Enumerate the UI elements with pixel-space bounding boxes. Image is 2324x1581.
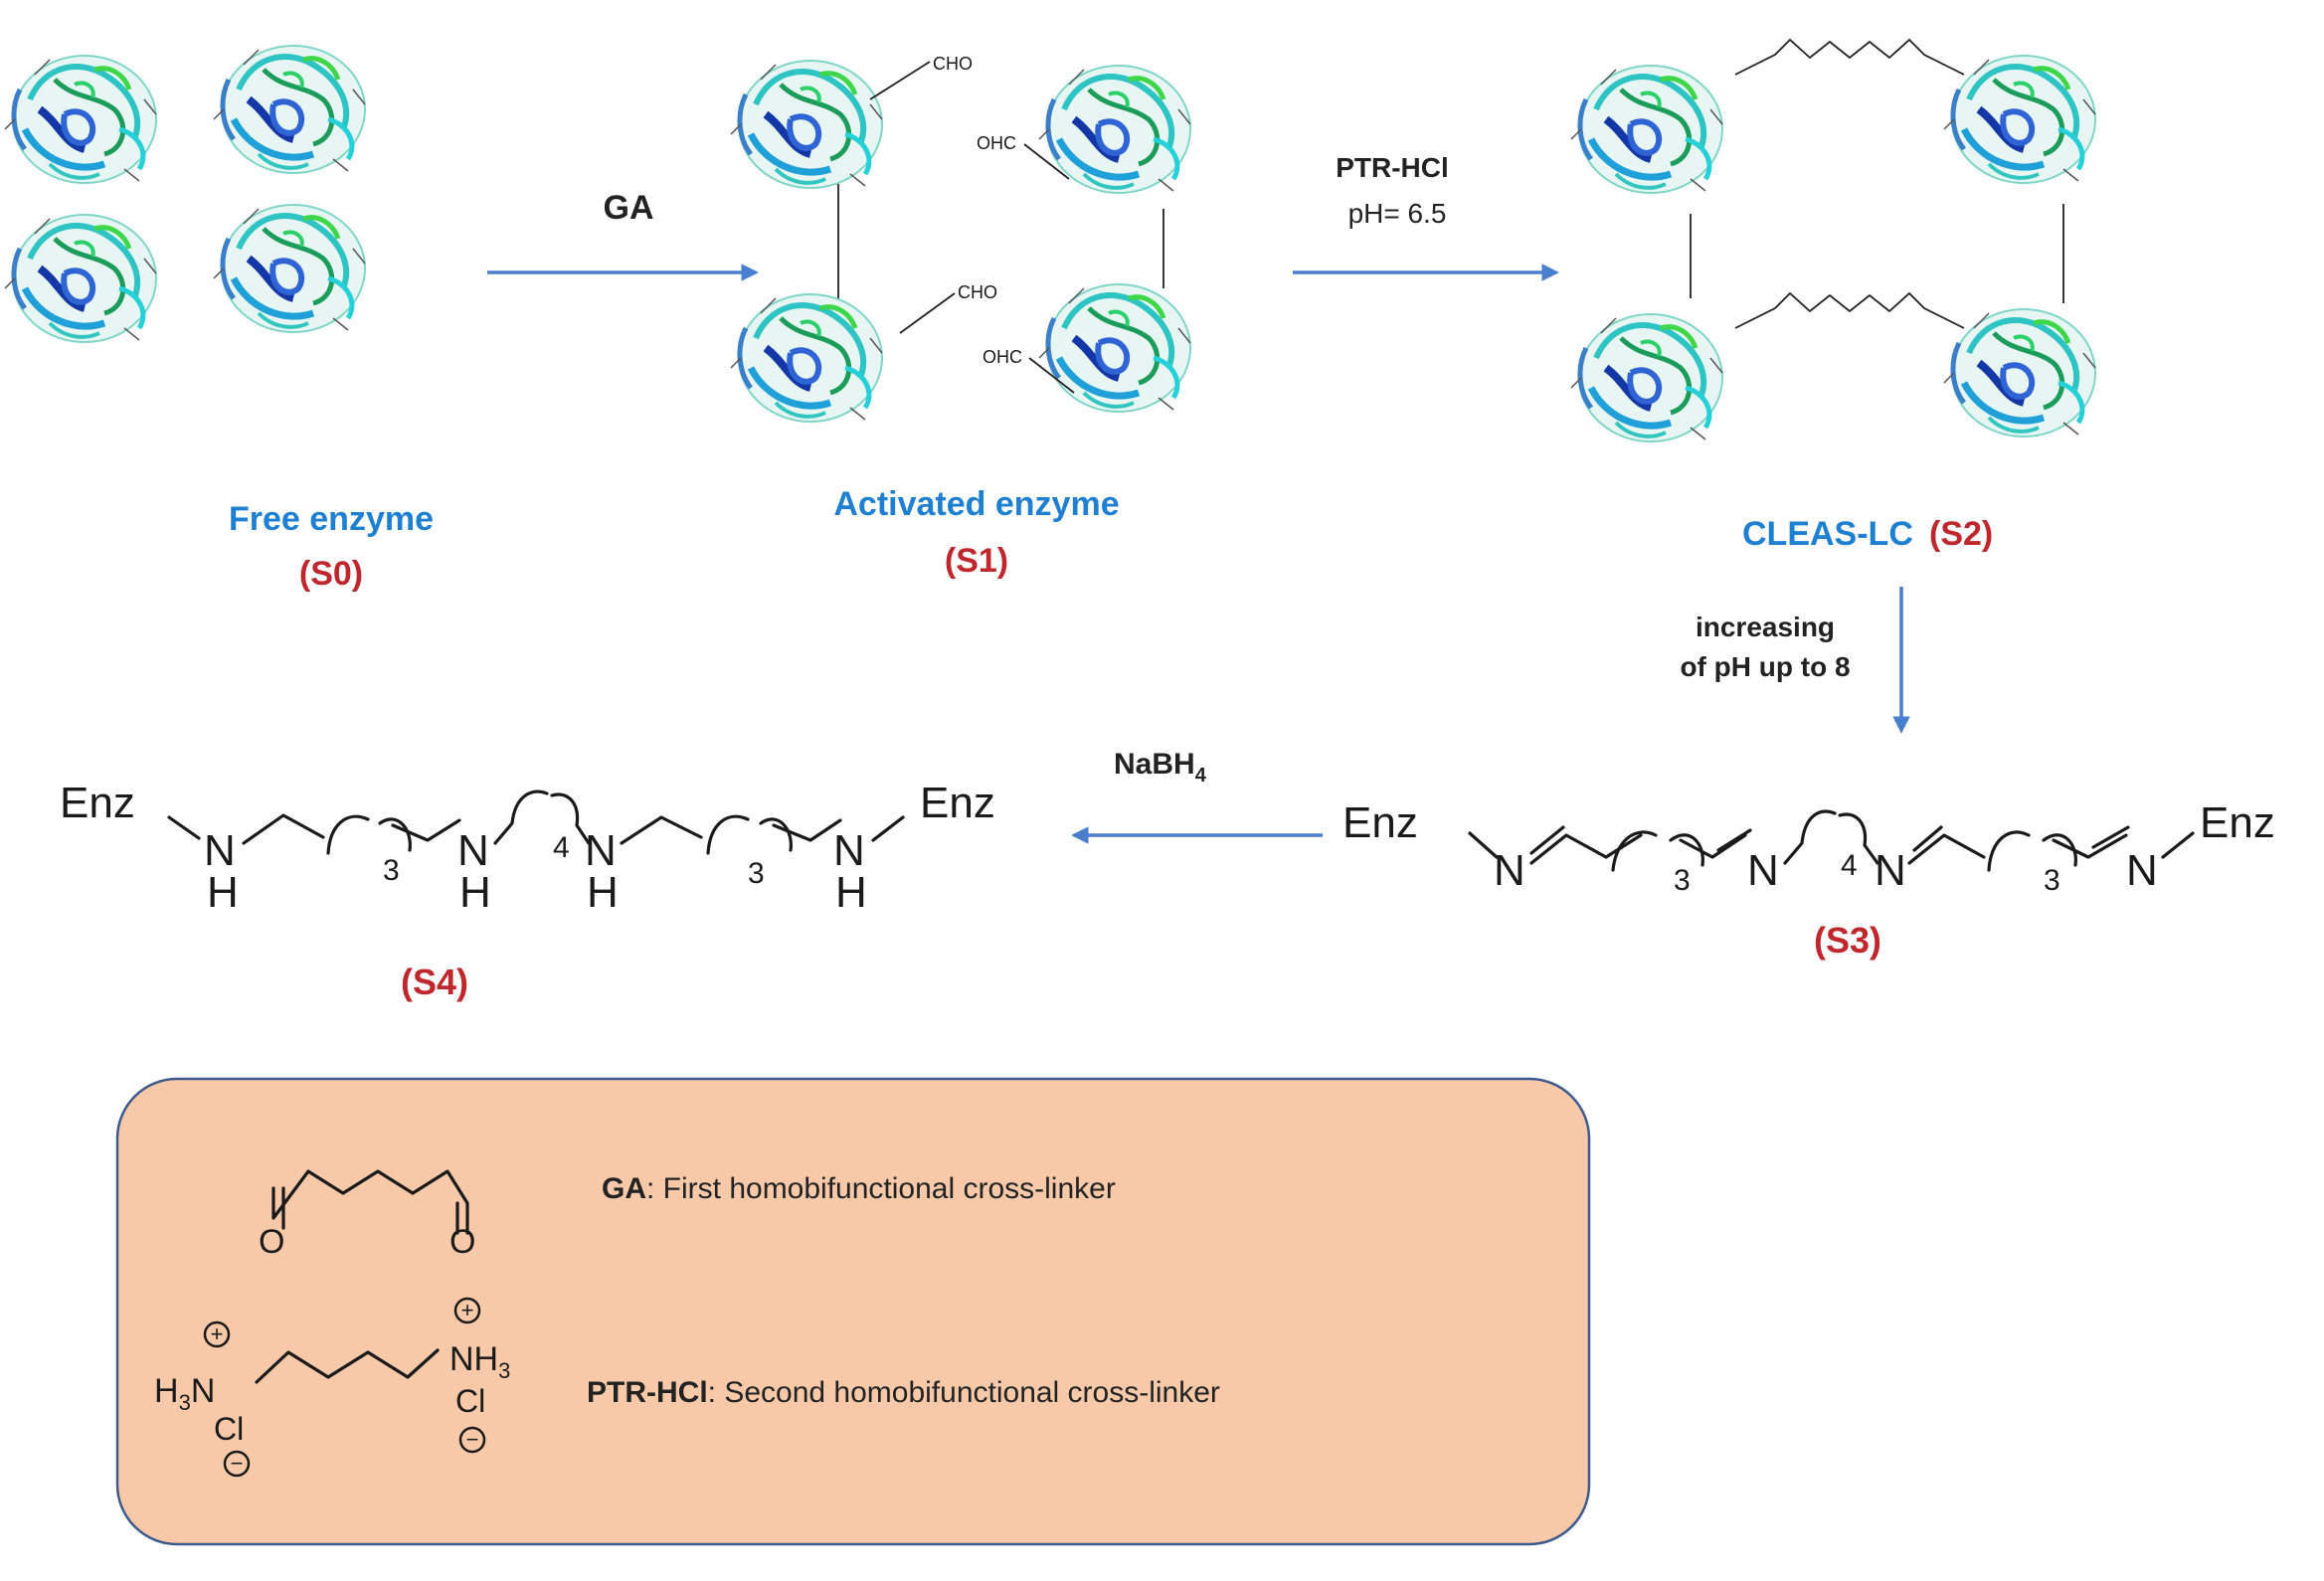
- n-atom: N: [1747, 846, 1779, 895]
- legend-box: [115, 1077, 1591, 1546]
- condition-line2: of pH up to 8: [1680, 651, 1850, 682]
- minus-sign: −: [466, 1427, 479, 1452]
- cl-atom: Cl: [455, 1383, 485, 1419]
- n-atom: N: [457, 826, 489, 875]
- enzyme-icon: [731, 294, 882, 422]
- group-ohc: OHC: [977, 133, 1016, 153]
- group-cho: CHO: [958, 282, 997, 302]
- h3n-group: H3N: [154, 1372, 215, 1415]
- legend-ptr: PTR-HCl: Second homobifunctional cross-l…: [587, 1376, 1220, 1409]
- enz-label: Enz: [60, 779, 135, 827]
- group-cho: CHO: [933, 54, 973, 74]
- enzyme-icon: [5, 56, 156, 183]
- enzyme-icon: [1944, 309, 2095, 437]
- stage-s4-code: (S4): [401, 962, 468, 1002]
- stage-s1-name: Activated enzyme: [833, 485, 1119, 523]
- minus-sign: −: [231, 1451, 244, 1476]
- n-atom: N: [833, 826, 865, 875]
- diimine-linker: [1734, 38, 1965, 76]
- stage-s3-code: (S3): [1814, 920, 1881, 961]
- h-atom: H: [207, 868, 239, 917]
- o-atom: O: [259, 1223, 284, 1261]
- enz-label: Enz: [920, 779, 995, 827]
- stage-s2-name: CLEAS-LC: [1742, 515, 1913, 553]
- enzyme-icon: [5, 215, 156, 342]
- ga-structure: O O: [259, 1169, 475, 1261]
- stage-s0-name: Free enzyme: [229, 500, 434, 538]
- condition-ph65: pH= 6.5: [1348, 198, 1447, 229]
- n-atom: N: [1875, 846, 1906, 895]
- legend-ga: GA: First homobifunctional cross-linker: [602, 1172, 1116, 1205]
- diimine-linker: [1734, 291, 1965, 329]
- plus-charge-icon: [203, 1320, 231, 1348]
- plus-sign: +: [211, 1321, 224, 1346]
- aldehyde-bond: [869, 61, 931, 100]
- enz-label: Enz: [1342, 798, 1418, 847]
- cl-atom: Cl: [214, 1411, 244, 1447]
- s3-structure: Enz N 3 N 4 N 3 N Enz: [1342, 798, 2275, 897]
- subscript-4: 4: [553, 831, 570, 864]
- group-ohc: OHC: [983, 347, 1022, 367]
- stage-s0-code: (S0): [299, 555, 363, 593]
- n-atom: N: [585, 826, 617, 875]
- aldehyde-bond: [1028, 357, 1075, 394]
- s4-structure: Enz N H 3 N H 4 N H 3 N H Enz: [60, 779, 995, 917]
- h-atom: H: [835, 868, 867, 917]
- subscript-3: 3: [383, 854, 400, 887]
- h-atom: H: [459, 868, 491, 917]
- ptr-structure: H3N + Cl − NH3 + Cl −: [154, 1297, 510, 1478]
- n-atom: N: [2126, 846, 2158, 895]
- enzyme-icon: [731, 61, 882, 188]
- nh3-group: NH3: [449, 1340, 510, 1383]
- enzyme-icon: [1571, 314, 1722, 441]
- reagent-ga: GA: [604, 189, 654, 227]
- enzyme-icon: [1571, 66, 1722, 193]
- subscript-3: 3: [1674, 864, 1691, 897]
- enzyme-icon: [214, 205, 365, 332]
- n-atom: N: [1494, 846, 1525, 895]
- subscript-3: 3: [2044, 864, 2060, 897]
- condition-line1: increasing: [1696, 612, 1835, 642]
- aldehyde-bond: [899, 292, 956, 334]
- n-atom: N: [204, 826, 236, 875]
- plus-sign: +: [461, 1298, 474, 1322]
- stage-s1-code: (S1): [945, 542, 1008, 580]
- minus-charge-icon: [458, 1426, 486, 1454]
- enzyme-icon: [1944, 56, 2095, 183]
- aldehyde-bond: [1023, 143, 1070, 180]
- subscript-3: 3: [748, 857, 765, 890]
- enzyme-icon: [1039, 284, 1190, 412]
- h-atom: H: [587, 868, 619, 917]
- enzyme-icon: [214, 46, 365, 173]
- subscript-4: 4: [1841, 849, 1858, 882]
- minus-charge-icon: [223, 1450, 251, 1478]
- reagent-nabh4: NaBH4: [1114, 748, 1207, 787]
- reagent-ptr: PTR-HCl: [1336, 152, 1449, 183]
- enz-label: Enz: [2200, 798, 2275, 847]
- o-atom: O: [449, 1223, 475, 1261]
- stage-s2-code: (S2): [1929, 515, 1993, 553]
- plus-charge-icon: [453, 1297, 481, 1324]
